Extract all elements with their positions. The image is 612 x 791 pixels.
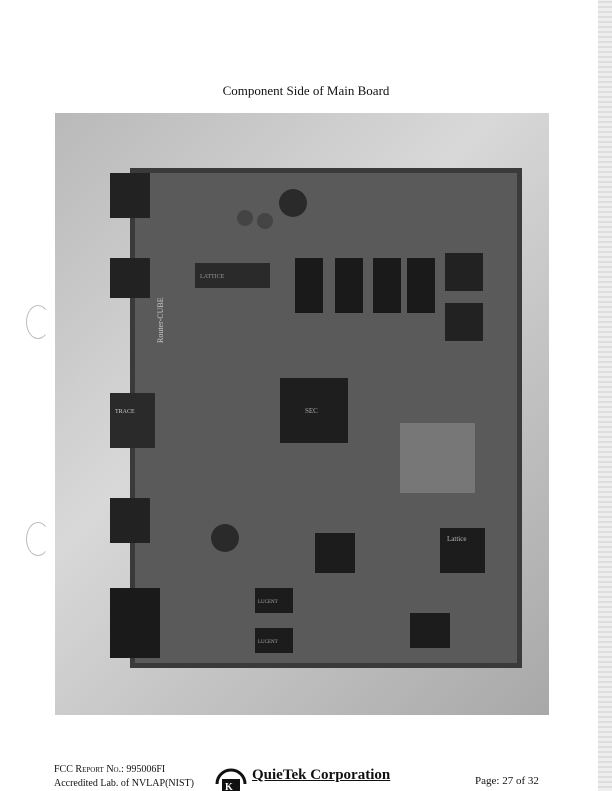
chip-label: SEC	[305, 407, 318, 415]
page-title: Component Side of Main Board	[222, 83, 390, 98]
binder-hole	[26, 522, 50, 556]
quietek-logo-icon: K	[215, 768, 247, 791]
binder-hole	[26, 305, 50, 339]
circuit-board-image: SEC Lattice LUCENT LUCENT LATTICE Router…	[110, 168, 522, 668]
main-board-photo: SEC Lattice LUCENT LUCENT LATTICE Router…	[55, 113, 549, 715]
chip-label: LUCENT	[258, 640, 278, 645]
svg-text:K: K	[225, 782, 233, 791]
report-number: FCC Report No.: 995006FI	[54, 764, 166, 775]
sec-chip	[280, 378, 348, 443]
chip-label: Lattice	[447, 535, 466, 543]
chip-label: LATTICE	[200, 274, 225, 280]
board-label: Router-CUBE	[156, 297, 165, 343]
page-number: Page: 27 of 32	[475, 775, 539, 787]
board-label: TRACE	[115, 409, 135, 415]
report-info: FCC Report No.: 995006FI Accredited Lab.…	[54, 763, 194, 791]
accreditation: Accredited Lab. of NVLAP(NIST)	[54, 778, 194, 789]
scan-edge	[598, 0, 612, 791]
company-name: QuieTek Corporation	[252, 767, 391, 783]
chip-label: LUCENT	[258, 600, 278, 605]
